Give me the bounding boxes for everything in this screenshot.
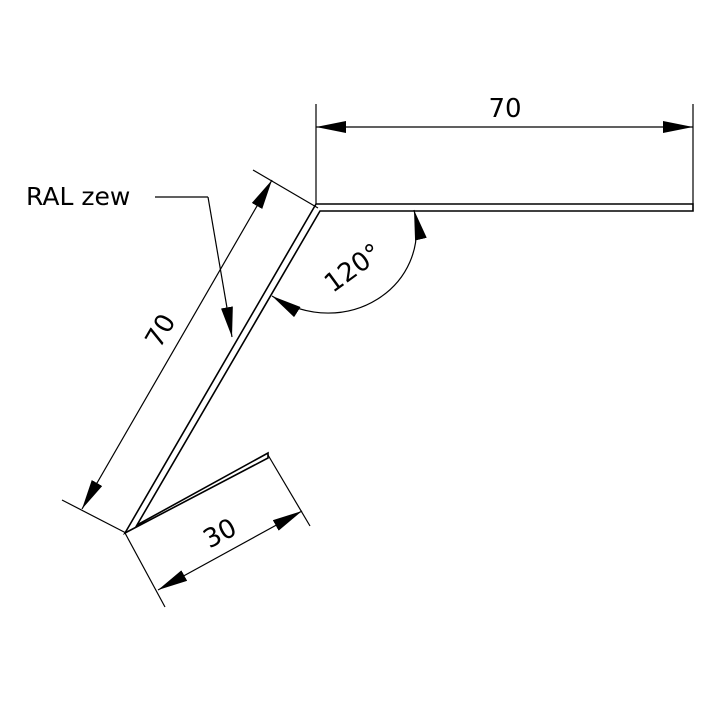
sheet-metal-profile [122,203,694,535]
slant-length-dimension: 70 [61,169,319,534]
hem-length-label: 30 [199,513,242,555]
ral-leader: RAL zew [26,182,233,338]
extension-line [267,454,311,527]
extension-line [61,499,127,534]
extension-line [252,169,319,209]
angle-arc [271,209,427,318]
dimension-line [157,510,303,591]
dimension-line [81,179,273,510]
top-length-label: 70 [488,94,521,124]
extension-line [124,532,166,608]
angle-label: 120° [319,238,387,299]
leader-line [207,196,233,338]
ral-note-label: RAL zew [26,182,130,211]
angle-dimension: 120° [271,209,427,318]
top-length-dimension: 70 [315,94,694,204]
hem-length-dimension: 30 [124,454,311,608]
